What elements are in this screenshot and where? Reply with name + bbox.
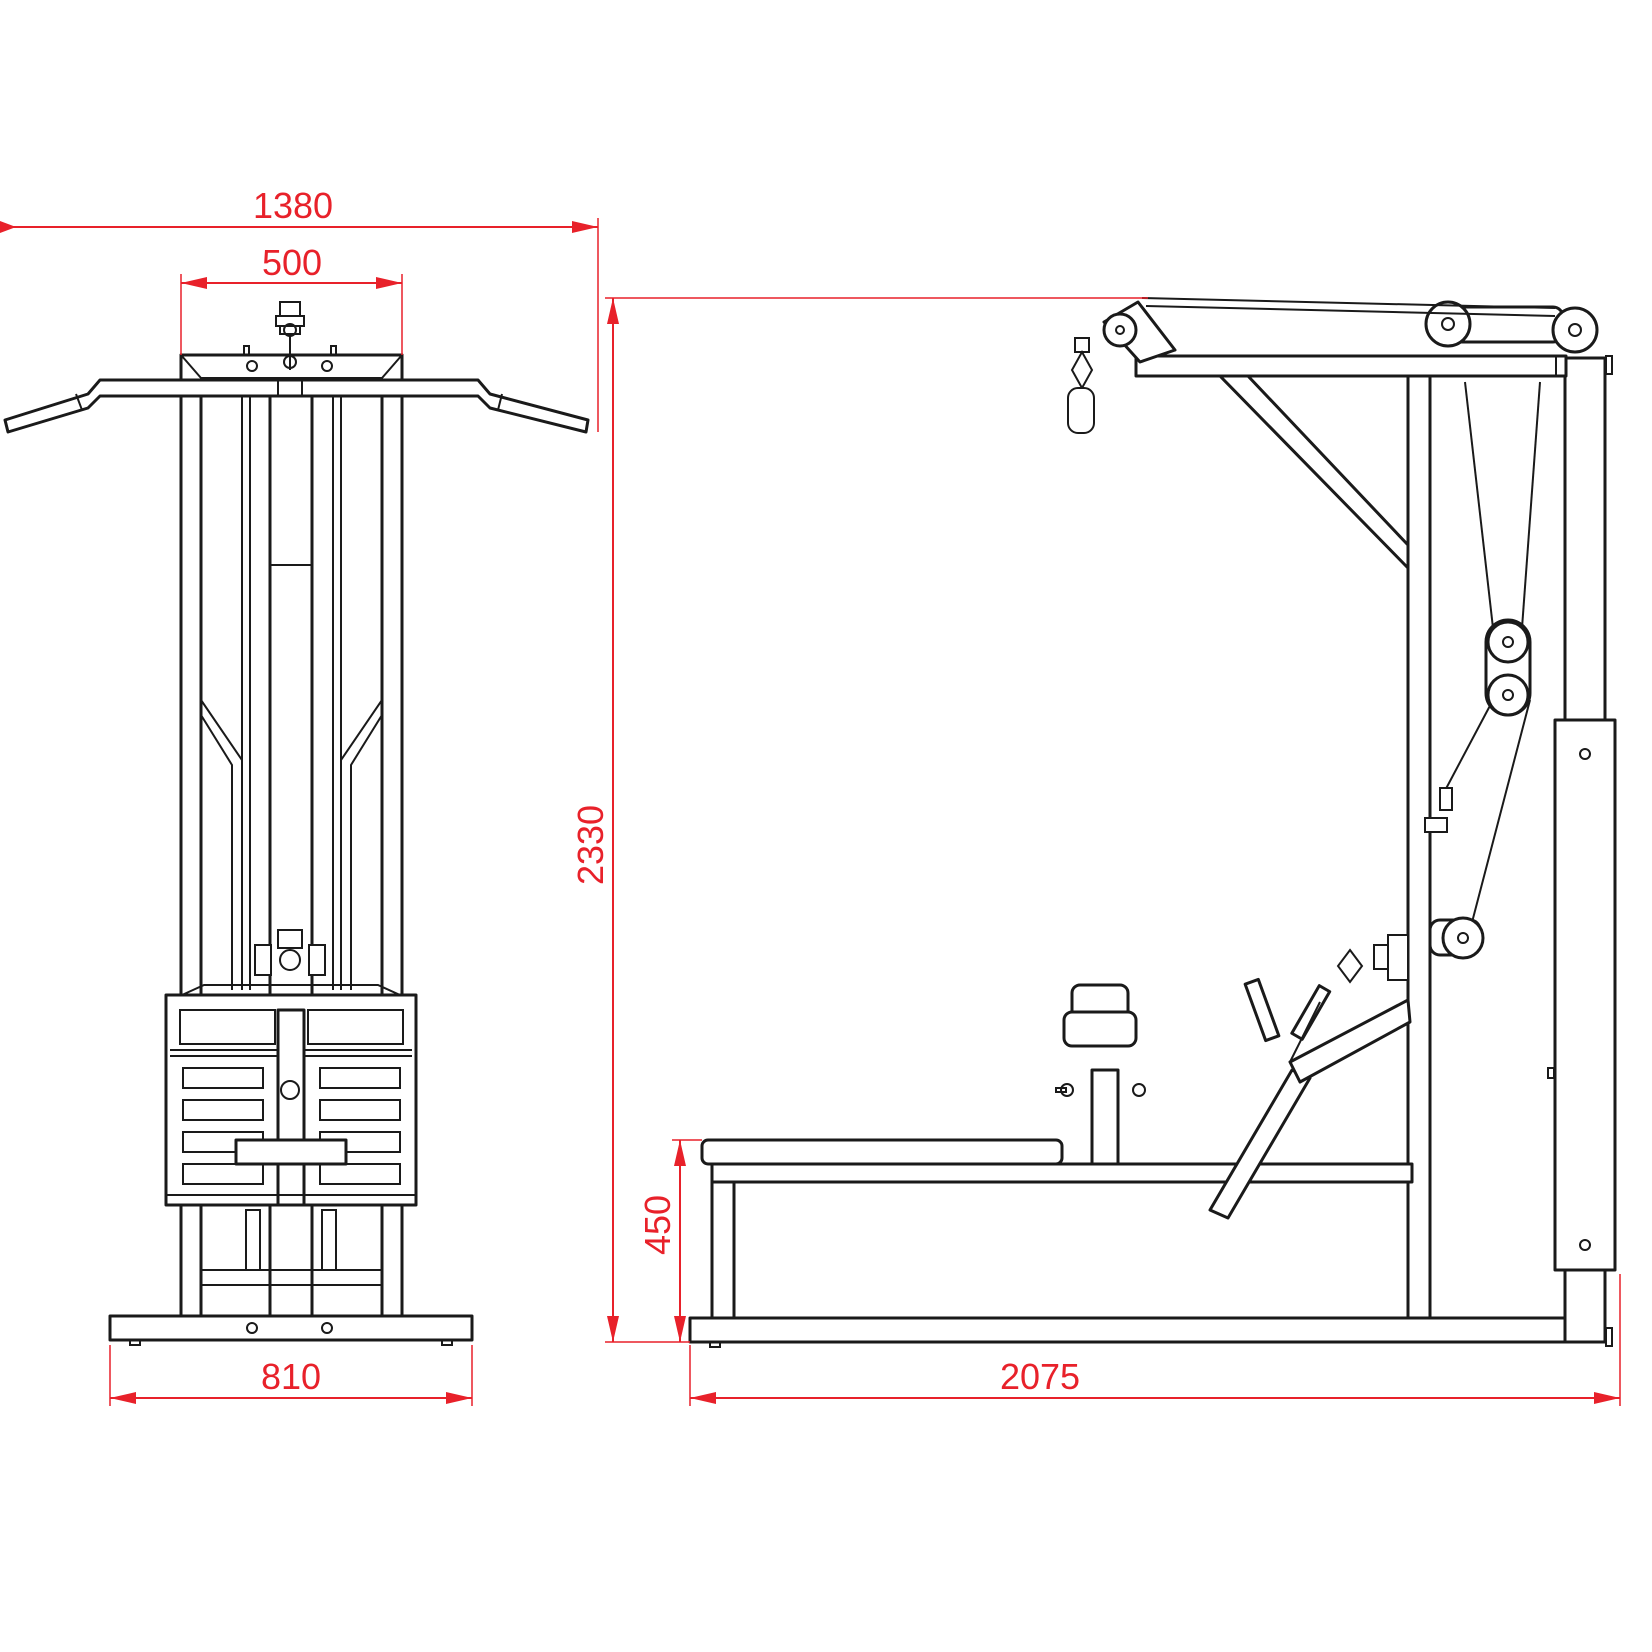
dim-label-seat-height: 450 — [637, 1195, 678, 1255]
dimension-lines — [0, 218, 1621, 1406]
dim-label-overall-width: 1380 — [253, 185, 333, 226]
dim-label-base-width: 810 — [261, 1356, 321, 1397]
dim-label-bar-grip-width: 500 — [262, 242, 322, 283]
front-view — [3, 301, 590, 1346]
dim-label-height: 2330 — [570, 805, 611, 885]
dim-label-length: 2075 — [1000, 1356, 1080, 1397]
side-view — [688, 297, 1617, 1348]
